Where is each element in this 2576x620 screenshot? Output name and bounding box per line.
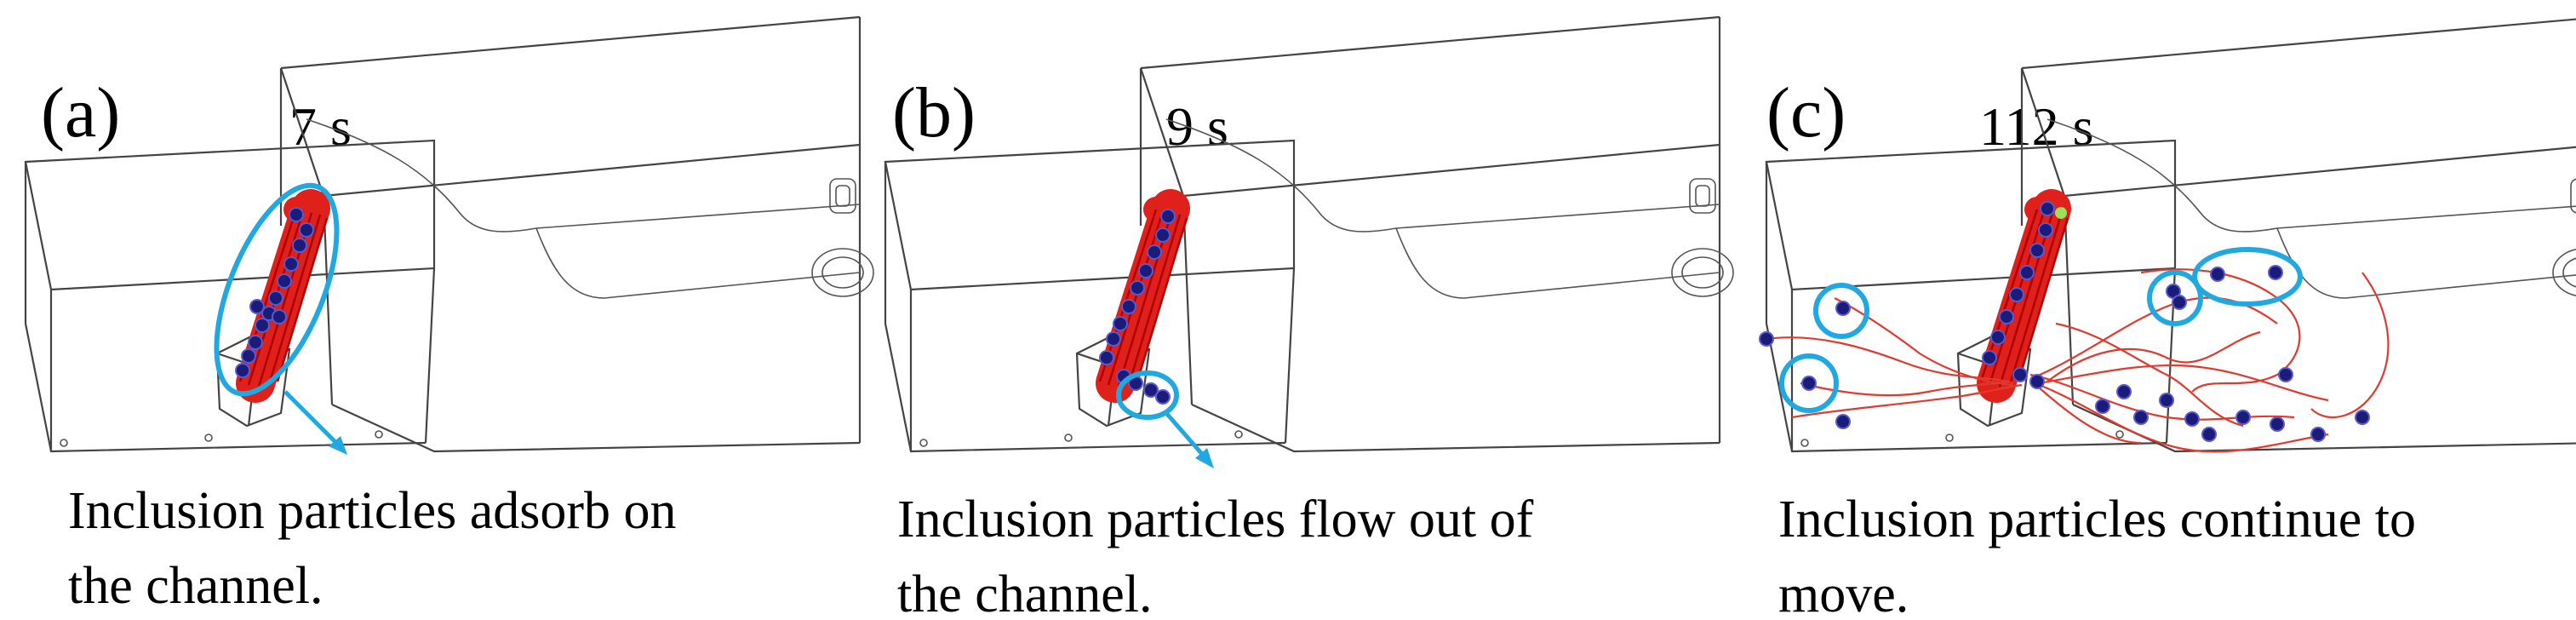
panel-a-particles xyxy=(235,207,314,378)
panel-c-green-marker xyxy=(2055,207,2067,219)
panel-a-caption-line1: Inclusion particles adsorb on xyxy=(68,482,677,540)
panel-b-arrow xyxy=(1165,411,1209,462)
panel-b-highlight-ring xyxy=(1116,370,1179,420)
panel-c-letter: (c) xyxy=(1766,73,1846,152)
panel-c-ring-3 xyxy=(2147,270,2203,326)
panel-c-particles xyxy=(1759,201,2370,442)
panel-a: (a) 7 s Inclusio xyxy=(24,15,875,615)
panel-c: (c) 112 s xyxy=(1759,15,2576,620)
panel-a-caption-line2: the channel. xyxy=(68,557,323,615)
panel-b-letter: (b) xyxy=(892,73,976,152)
panel-c-caption-line1: Inclusion particles continue to xyxy=(1778,491,2416,548)
panel-b-caption-line2: the channel. xyxy=(897,565,1153,620)
panel-b-caption-line1: Inclusion particles flow out of xyxy=(897,491,1534,548)
panel-a-highlight-ring xyxy=(214,182,340,397)
panel-c-ring-1 xyxy=(1813,283,1869,339)
panel-c-model xyxy=(1759,15,2576,453)
panel-c-ring-2 xyxy=(1779,353,1839,413)
panel-a-arrow xyxy=(283,390,342,449)
panel-b: (b) 9 s Inclusio xyxy=(884,15,1735,620)
panel-b-model xyxy=(884,15,1735,468)
panel-a-letter: (a) xyxy=(41,73,120,152)
panel-b-particles xyxy=(1099,209,1176,405)
panel-c-caption-line2: move. xyxy=(1778,565,1909,620)
panel-c-ring-4 xyxy=(2192,247,2303,307)
panel-a-model xyxy=(24,15,875,455)
panel-b-time: 9 s xyxy=(1166,96,1228,157)
